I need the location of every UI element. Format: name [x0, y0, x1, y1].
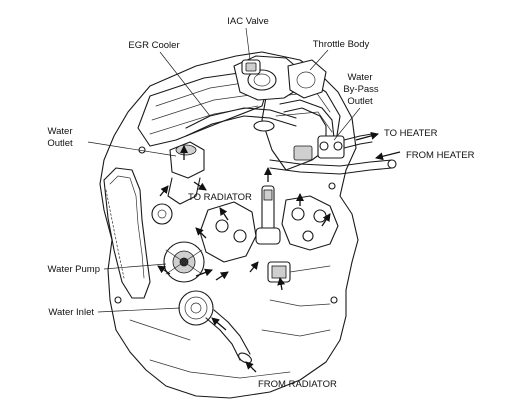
flow-arrow-left-1	[219, 207, 229, 221]
label-water-outlet-line2: Outlet	[47, 138, 73, 149]
leader-water-bypass	[333, 107, 361, 141]
flow-arrow-inlet	[211, 317, 227, 331]
label-water-bypass-line3: Outlet	[347, 96, 373, 107]
flow-arrow-pump-2	[195, 268, 213, 277]
flow-arrow-pump-1	[157, 265, 171, 275]
label-throttle-body: Throttle Body	[313, 39, 370, 50]
idler-pulley	[151, 203, 173, 225]
right-bank-passages	[281, 195, 339, 251]
flow-arrow-from-radiator	[245, 361, 257, 373]
leader-water-inlet	[97, 307, 181, 313]
from-heater-pipe	[269, 159, 393, 167]
flow-arrow-belt-side	[159, 185, 169, 197]
label-water-inlet: Water Inlet	[48, 307, 94, 318]
label-egr-cooler: EGR Cooler	[128, 40, 179, 51]
leader-water-outlet	[87, 141, 177, 157]
label-to-radiator: TO RADIATOR	[188, 192, 252, 203]
flow-arrow-to-radiator	[193, 181, 207, 191]
egr-cooler-pipe	[185, 107, 297, 129]
leader-lines	[87, 27, 361, 313]
label-water-bypass-line2: By-Pass	[343, 84, 379, 95]
left-bank-passages	[199, 201, 257, 263]
label-water-bypass-line1: Water	[348, 72, 373, 83]
cylinder-head-left	[137, 71, 269, 147]
label-water-outlet-line1: Water	[48, 126, 73, 137]
coolant-flow-arrows	[157, 131, 401, 373]
egr-fitting	[253, 120, 275, 132]
leader-water-pump	[103, 263, 167, 270]
to-heater-pipe	[343, 133, 373, 141]
flow-arrow-from-heater	[375, 151, 401, 161]
label-to-heater: TO HEATER	[384, 128, 438, 139]
lower-radiator-hose	[205, 317, 241, 361]
timing-belt	[103, 167, 151, 299]
leader-throttle-body	[309, 49, 329, 71]
plenum-port	[247, 69, 277, 91]
engine-illustration	[99, 51, 397, 399]
label-water-pump: Water Pump	[48, 264, 100, 275]
flow-arrow-right-2	[321, 213, 331, 227]
flow-arrow-lower-right	[277, 277, 286, 291]
engine-block-outline	[99, 51, 359, 399]
flow-arrow-to-heater	[355, 131, 379, 141]
label-from-heater: FROM HEATER	[406, 150, 475, 161]
flow-arrow-left-2	[195, 227, 207, 239]
leader-egr-cooler	[159, 51, 211, 117]
flow-arrow-pump-3	[215, 271, 229, 281]
flow-arrow-center-low	[249, 261, 259, 273]
leader-iac-valve	[245, 27, 251, 61]
diagram-labels: IAC Valve EGR Cooler Throttle Body Water…	[47, 16, 474, 390]
bypass-pipe-upper	[279, 99, 335, 139]
label-iac-valve: IAC Valve	[227, 16, 269, 27]
throttle-body-shape	[287, 59, 327, 99]
label-from-radiator: FROM RADIATOR	[258, 379, 337, 390]
